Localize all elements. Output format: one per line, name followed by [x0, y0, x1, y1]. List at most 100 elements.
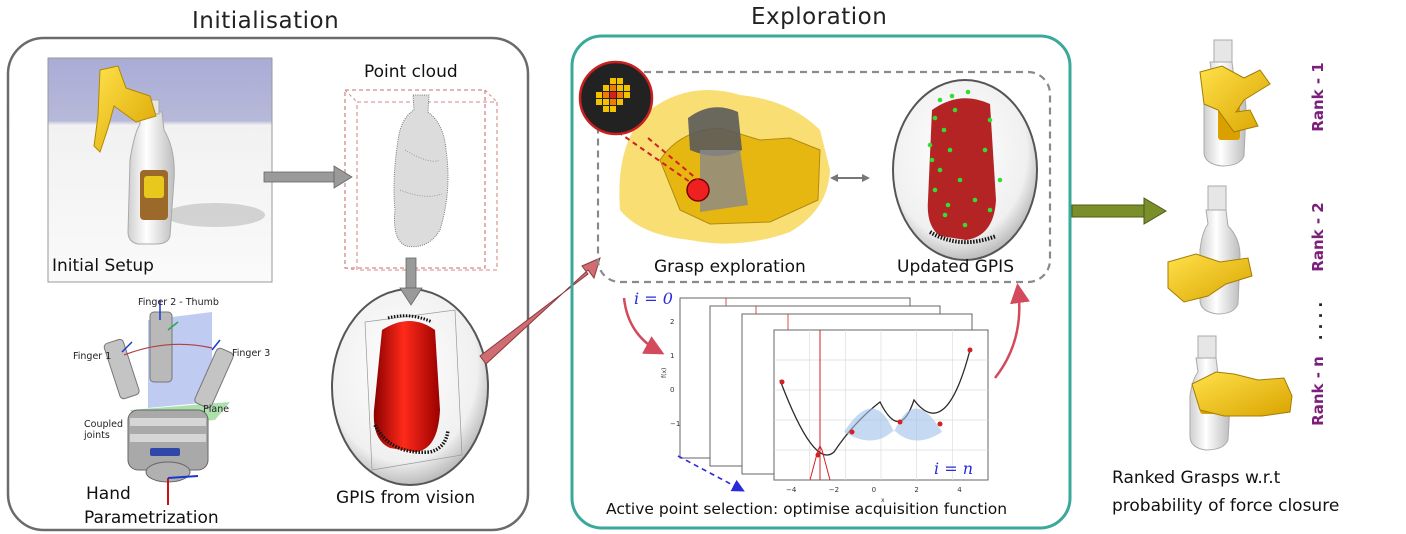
gpis-vision-label: GPIS from vision [336, 488, 476, 508]
hand-label-line2: Parametrization [84, 508, 219, 528]
plot-sample-point [937, 421, 943, 427]
plot-y-tick: 2 [670, 318, 674, 326]
gpis-contact-point [982, 147, 988, 153]
flow-arrow-to-exploration [479, 257, 601, 365]
finger3-annotation: Finger 3 [232, 348, 271, 359]
zoom-grid-cell [603, 85, 609, 91]
gpis-contact-point [945, 202, 951, 208]
zoom-grid-cell [603, 99, 609, 105]
gpis-contact-point [941, 127, 947, 133]
ranked-grasp-1-image [1199, 39, 1271, 167]
plot-y-label: f(x) [661, 368, 668, 378]
zoom-grid-cell [603, 92, 609, 98]
hand-parametrization-image [103, 300, 234, 505]
plot-x-tick: 4 [957, 486, 962, 494]
plot-x-tick: 0 [872, 486, 876, 494]
zoom-grid-cell [631, 113, 637, 119]
initialisation-title: Initialisation [192, 8, 340, 34]
zoom-grid-cell [631, 92, 637, 98]
joints-annotation: joints [84, 430, 110, 441]
gpis-contact-point [952, 107, 958, 113]
gpis-contact-point [947, 147, 953, 153]
grasp-exploration-image [617, 90, 830, 244]
ranked-grasp-2-image [1167, 185, 1253, 315]
ranked-caption-line2: probability of force closure [1112, 496, 1340, 516]
gpis-contact-point [927, 142, 933, 148]
finger1-annotation: Finger 1 [73, 351, 112, 362]
updated-gpis-bubble [892, 79, 1038, 261]
exploration-panel [570, 34, 1072, 530]
updated-gpis-label: Updated GPIS [897, 257, 1014, 277]
gpis-contact-point [972, 197, 978, 203]
zoom-grid-cell [617, 85, 623, 91]
gpis-contact-point [942, 212, 948, 218]
zoom-grid-cell [610, 113, 616, 119]
curved-arrow-right [994, 283, 1030, 379]
coupled-annotation: Coupled [84, 419, 124, 430]
initial-setup-label: Initial Setup [52, 256, 154, 276]
rank-1-label: Rank - 1 [1309, 62, 1327, 132]
plot-sample-point [815, 452, 821, 458]
zoom-grid-cell [624, 78, 630, 84]
gpis-vision-bubble [331, 288, 489, 486]
zoom-grid-cell [596, 113, 602, 119]
zoom-grid-cell [617, 78, 623, 84]
zoom-grid-cell [624, 106, 630, 112]
zoom-grid-cell [624, 113, 630, 119]
initial-setup-image [47, 57, 273, 283]
gpis-contact-point [937, 97, 943, 103]
plot-uncertainty-band [844, 408, 942, 441]
plane-annotation: Plane [203, 404, 230, 415]
point-cloud-image [344, 89, 498, 271]
ranked-grasp-n-image [1189, 335, 1293, 451]
zoom-grid-cell [617, 113, 623, 119]
zoom-grid-cell [610, 78, 616, 84]
zoom-grid-cell [631, 106, 637, 112]
zoom-grid-cell [631, 78, 637, 84]
gpis-contact-point [929, 157, 935, 163]
plot-sample-point [849, 429, 855, 435]
plot-x-label: x [881, 497, 885, 504]
exploration-title: Exploration [751, 4, 888, 30]
rank-n-label: Rank - n [1309, 356, 1327, 426]
initialisation-panel [6, 36, 530, 532]
active-point-label: Active point selection: optimise acquisi… [606, 500, 1008, 518]
gpis-contact-point [957, 177, 963, 183]
plot-sample-point [779, 379, 785, 385]
plot-sample-point [967, 347, 973, 353]
zoom-grid-cell [596, 78, 602, 84]
rank-2-label: Rank - 2 [1309, 202, 1327, 272]
plot-x-tick: −2 [829, 486, 839, 494]
blue-dashed-arrow [677, 455, 745, 492]
finger2-annotation: Finger 2 - Thumb [138, 297, 219, 308]
zoom-grid-cell [596, 92, 602, 98]
gpis-contact-point [932, 115, 938, 121]
double-arrow [830, 174, 870, 182]
zoom-grid-circle [578, 60, 654, 136]
zoom-grid-cell [603, 106, 609, 112]
plot-y-tick: −1 [670, 420, 680, 428]
plot-y-tick: 1 [670, 352, 674, 360]
plot-x-tick: 2 [914, 486, 918, 494]
gpis-contact-point [987, 207, 993, 213]
zoom-grid-cell [617, 92, 623, 98]
zoom-grid-cell [624, 85, 630, 91]
zoom-grid-cell [596, 85, 602, 91]
exploration-inner-dashed [596, 70, 1052, 284]
zoom-grid-cell [617, 99, 623, 105]
zoom-grid-cell [610, 92, 616, 98]
zoom-grid-cell [596, 106, 602, 112]
zoom-grid-cell [603, 78, 609, 84]
plot-x-tick: −4 [786, 486, 797, 494]
gpis-contact-point [937, 167, 943, 173]
zoom-grid-cell [596, 99, 602, 105]
gpis-contact-point [949, 93, 955, 99]
zoom-grid-cell [610, 106, 616, 112]
plot-mean-curve [779, 349, 971, 456]
curved-arrow-left [622, 297, 665, 355]
iter-start-label: i = 0 [634, 289, 673, 308]
flow-arrow-setup-to-cloud [263, 165, 353, 189]
ranked-caption-line1: Ranked Grasps w.r.t [1112, 468, 1281, 488]
gpis-contact-point [987, 117, 993, 123]
